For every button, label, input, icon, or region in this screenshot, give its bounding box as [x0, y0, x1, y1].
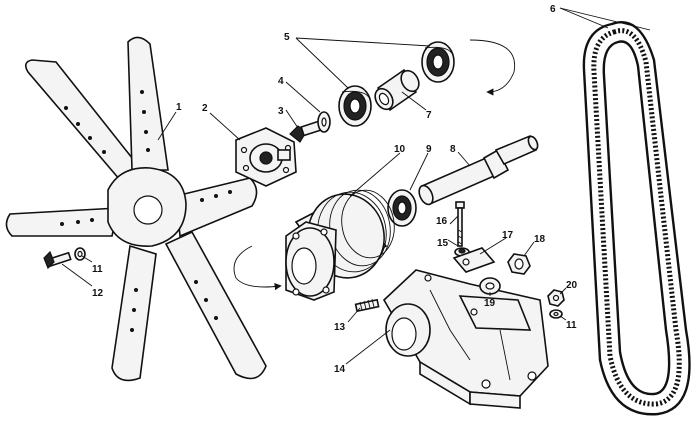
- hub-flange: [235, 127, 297, 187]
- callout-15: 15: [437, 238, 449, 249]
- callout-19: 19: [484, 298, 496, 309]
- callout-9: 9: [426, 144, 432, 155]
- fan-center-hole: [133, 195, 163, 225]
- bracket-washer: [549, 309, 563, 319]
- callout-6: 6: [550, 4, 556, 15]
- spacer-sleeve: [374, 68, 420, 112]
- fan-blade-lower-left: [111, 244, 157, 382]
- callout-3: 3: [278, 106, 284, 117]
- bearing-washer: [317, 111, 331, 133]
- belt-pulley: [285, 189, 395, 301]
- callout-4: 4: [278, 76, 284, 87]
- callout-11-fan: 11: [92, 264, 103, 275]
- bearing-bolt: [289, 120, 323, 143]
- callout-labels: 1 2 3 4 5 6 7 8 9 10 11 12 13 14 15 16 1…: [92, 4, 578, 375]
- fan-bolt: [43, 250, 72, 270]
- fan-blade-right: [175, 177, 258, 238]
- callout-10: 10: [394, 144, 406, 155]
- callout-12: 12: [92, 288, 104, 299]
- bearing-rear: [421, 41, 455, 83]
- callout-20: 20: [566, 280, 578, 291]
- callout-11-bracket: 11: [566, 320, 577, 331]
- fan-blade-top: [127, 36, 169, 171]
- tensioner-nut: [507, 253, 531, 275]
- pump-housing-bracket: [382, 269, 549, 409]
- callout-17: 17: [502, 230, 514, 241]
- callout-18: 18: [534, 234, 546, 245]
- fan-rivets: [60, 90, 232, 332]
- tensioner-washer: [479, 277, 501, 295]
- fan-blade-upper-left: [24, 59, 142, 182]
- callout-7: 7: [426, 110, 432, 121]
- bearing-front: [338, 85, 372, 127]
- leader-lines: [61, 7, 651, 365]
- callout-5: 5: [284, 32, 290, 43]
- rotation-arrow-top: [469, 39, 516, 96]
- tensioner-plate: [452, 247, 496, 273]
- drive-shaft: [418, 134, 539, 206]
- tensioner-bolt: [455, 201, 465, 247]
- fan-washer: [74, 247, 86, 261]
- toothed-drive-belt: [582, 21, 691, 416]
- callout-13: 13: [334, 322, 346, 333]
- callout-1: 1: [176, 102, 182, 113]
- fan-blade-assembly: [5, 36, 267, 382]
- fan-blade-left: [5, 207, 120, 237]
- callout-2: 2: [202, 103, 208, 114]
- fan-blade-lower-right: [164, 230, 267, 380]
- callout-16: 16: [436, 216, 448, 227]
- threaded-stud: [354, 298, 380, 313]
- pulley-bearing: [387, 189, 417, 227]
- callout-8: 8: [450, 144, 456, 155]
- callout-14: 14: [334, 364, 346, 375]
- rotation-arrow-bottom: [233, 245, 282, 291]
